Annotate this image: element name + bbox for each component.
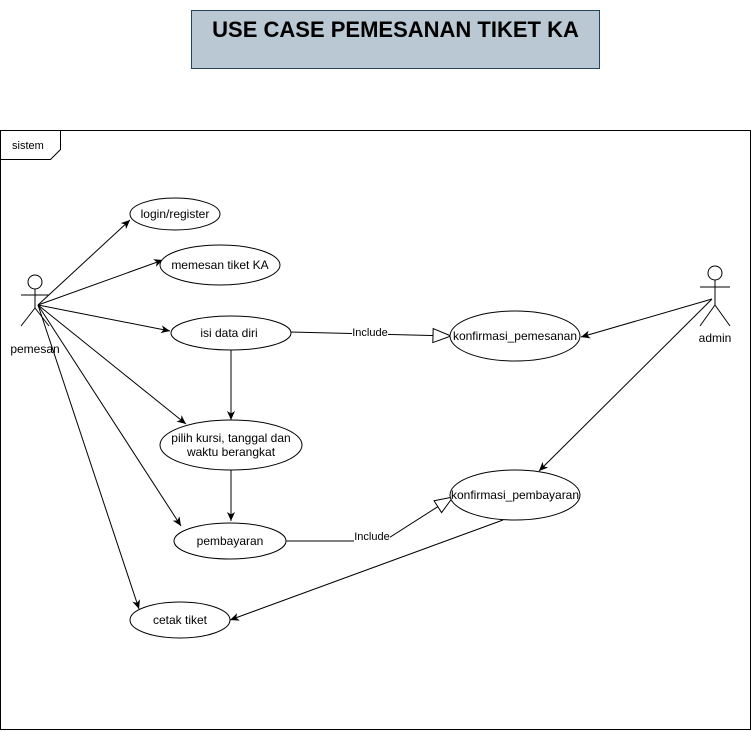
use-case-login[interactable]: login/register [129,197,221,231]
actor-pemesan[interactable]: pemesan [10,274,60,356]
use-case-konfirmasi-pemesanan-label: konfirmasi_pemesanan [453,329,577,343]
assoc-admin-konf-pemesanan [580,298,713,339]
assoc-konf-pembayaran-cetak [229,519,504,621]
use-case-isi-data[interactable]: isi data diri [170,315,292,351]
assoc-login [37,219,131,306]
diagram-title: USE CASE PEMESANAN TIKET KA [191,10,600,69]
use-case-pilih-kursi[interactable]: pilih kursi, tanggal dan waktu berangkat [159,419,303,471]
use-case-konfirmasi-pembayaran[interactable]: konfirmasi_pembayaran [449,469,581,521]
include-label-1: Include [352,327,387,339]
assoc-admin-konf-pembayaran [538,298,713,472]
use-case-memesan[interactable]: memesan tiket KA [159,244,281,286]
assoc-cetak [37,304,140,610]
include-pembayaran: Include [286,496,455,543]
include-isi-data: Include [289,326,453,344]
use-case-pembayaran[interactable]: pembayaran [173,522,287,560]
use-case-login-label: login/register [141,207,210,221]
assoc-pilih-kursi [37,304,187,425]
assoc-isi-data [37,304,171,334]
use-case-cetak[interactable]: cetak tiket [129,601,231,639]
assoc-pembayaran [37,304,182,527]
use-case-pilih-kursi-label-2: waktu berangkat [186,445,276,459]
use-case-pilih-kursi-label-1: pilih kursi, tanggal dan [171,431,290,445]
use-case-cetak-label: cetak tiket [153,613,208,627]
frame-label: sistem [12,140,44,152]
admin-associations [229,298,713,621]
use-case-isi-data-label: isi data diri [200,326,257,340]
include-label-2: Include [354,531,389,543]
pemesan-associations [37,219,187,610]
use-case-memesan-label: memesan tiket KA [171,258,268,272]
actor-admin-label: admin [699,331,732,345]
system-frame: sistem [0,130,751,730]
use-case-pembayaran-label: pembayaran [197,534,264,548]
actor-pemesan-label: pemesan [10,342,59,356]
actor-admin[interactable]: admin [699,265,732,345]
use-case-konfirmasi-pembayaran-label: konfirmasi_pembayaran [451,488,579,502]
assoc-memesan [37,259,164,306]
use-case-konfirmasi-pemesanan[interactable]: konfirmasi_pemesanan [449,310,581,362]
